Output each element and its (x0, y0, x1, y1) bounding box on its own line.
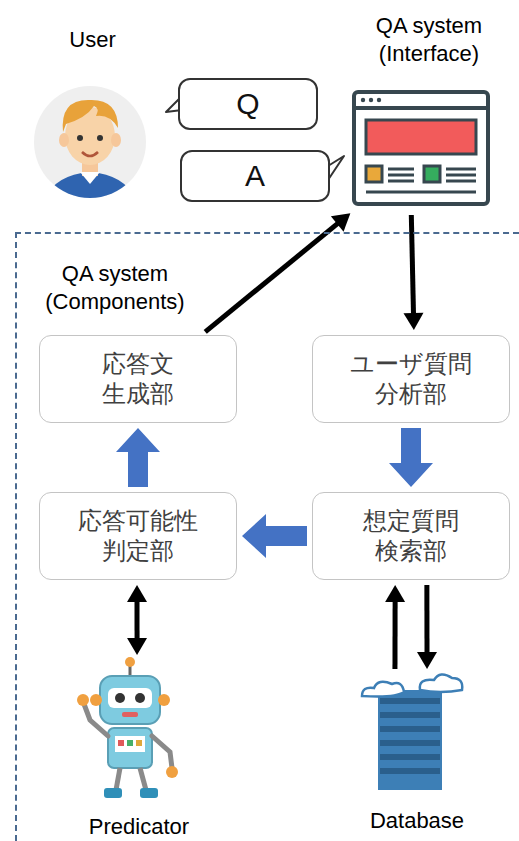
block-arrow-shape (242, 514, 307, 558)
arrow-head (127, 638, 147, 655)
connector-line (411, 215, 413, 315)
node-heading: User (69, 26, 115, 54)
arrow-head (127, 585, 147, 602)
arrow-head (331, 213, 350, 232)
block-arrow-shape (389, 428, 433, 487)
process-box: 応答文 生成部 (39, 335, 237, 423)
connector-line (392, 600, 397, 669)
database-server (362, 674, 462, 790)
connector-arrow (385, 585, 405, 669)
box-label: Q (236, 85, 259, 123)
robot-figure (77, 657, 178, 798)
block-arrow-shape (116, 428, 160, 487)
node-heading: QA system (Components) (19, 260, 211, 315)
process-box: 想定質問 検索部 (312, 492, 510, 580)
connector-arrow (127, 585, 147, 655)
connector-line (205, 223, 339, 332)
connector-line (135, 600, 140, 640)
user-figure: User (30, 26, 155, 200)
node-heading: Predicator (89, 813, 189, 841)
interface-window: QA system (Interface) (340, 12, 518, 210)
box-label: A (245, 157, 265, 195)
arrow-head (417, 652, 437, 669)
arrow-head (385, 585, 405, 602)
node-heading: QA system (Interface) (343, 12, 515, 67)
connector-arrow (205, 213, 350, 332)
connector-arrow (417, 585, 437, 669)
flow-block-arrow (389, 428, 433, 487)
web-window-icon (354, 92, 488, 204)
database-node: Database (342, 674, 492, 834)
box-label: ユーザ質問 分析部 (336, 349, 486, 409)
arrow-head (403, 313, 423, 330)
box-label: 応答文 生成部 (63, 349, 213, 409)
process-box: ユーザ質問 分析部 (312, 335, 510, 423)
flow-block-arrow (242, 514, 307, 558)
flow-block-arrow (116, 428, 160, 487)
predicator-robot: Predicator (64, 660, 214, 840)
answer-bubble: A (180, 150, 330, 202)
user-avatar (34, 86, 146, 210)
box-label: 応答可能性 判定部 (63, 506, 213, 566)
component-region: QA system (Components) 応答文 生成部 ユーザ質問 分析部応答… (15, 232, 519, 841)
box-label: 想定質問 検索部 (336, 506, 486, 566)
node-heading: Database (370, 807, 464, 835)
question-bubble: Q (178, 78, 318, 130)
connector-line (424, 585, 429, 654)
process-box: 応答可能性 判定部 (39, 492, 237, 580)
